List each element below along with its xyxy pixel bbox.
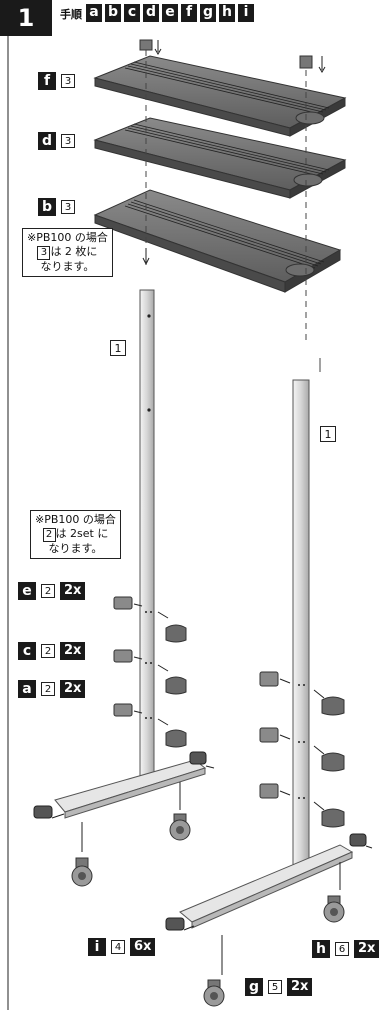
- shelf-b-qty: 3: [61, 200, 75, 214]
- note-shelf-line1: ※PB100 の場合: [27, 231, 108, 244]
- letter-a: a: [86, 4, 102, 22]
- pole-label-right: 1: [320, 426, 336, 442]
- note-shelf-suffix: は 2 枚に: [50, 245, 98, 258]
- shelf-f-qty: 3: [61, 74, 75, 88]
- note-shelf-box: 3: [37, 246, 51, 260]
- bracket-a-count: 2x: [60, 680, 86, 698]
- casters: [71, 782, 345, 1007]
- part-g-letter: g: [245, 978, 263, 996]
- shelf-d-qty: 3: [61, 134, 75, 148]
- covers-right: [321, 696, 345, 828]
- bracket-c-qty: 2: [41, 644, 55, 658]
- right-frame: [179, 379, 354, 929]
- part-i-qty: 4: [111, 940, 125, 954]
- part-h-qty: 6: [335, 942, 349, 956]
- cap-right: [299, 55, 313, 69]
- bracket-c-letter: c: [18, 642, 36, 660]
- part-i-letter: i: [88, 938, 106, 956]
- part-h-letter: h: [312, 940, 330, 958]
- end-caps: [33, 751, 367, 931]
- shelf-b-letter: b: [38, 198, 56, 216]
- shelf-d-letter: d: [38, 132, 56, 150]
- cap-left: [139, 39, 153, 51]
- guide-lines: [145, 50, 307, 340]
- label-bracket-e: e 2 2x: [18, 582, 86, 600]
- note-pole-suffix: は 2set に: [55, 527, 109, 540]
- bracket-c-count: 2x: [60, 642, 86, 660]
- letter-d: d: [143, 4, 159, 22]
- bracket-e-count: 2x: [60, 582, 86, 600]
- label-part-g: g 5 2x: [245, 978, 313, 996]
- brackets-right: [259, 671, 279, 799]
- note-shelf-line3: なります。: [40, 260, 95, 273]
- shelf-d: [93, 117, 347, 199]
- letter-i: i: [238, 4, 254, 22]
- letter-f: f: [181, 4, 197, 22]
- bracket-a-letter: a: [18, 680, 36, 698]
- pole-label-left: 1: [110, 340, 126, 356]
- letter-g: g: [200, 4, 216, 22]
- bracket-e-qty: 2: [41, 584, 55, 598]
- label-part-h: h 6 2x: [312, 940, 380, 958]
- bracket-a-qty: 2: [41, 682, 55, 696]
- label-shelf-b: b 3: [38, 198, 75, 216]
- part-i-count: 6x: [130, 938, 156, 956]
- bracket-e-letter: e: [18, 582, 36, 600]
- covers-left: [165, 624, 187, 748]
- procedure-letters: a b c d e f g h i: [86, 4, 254, 22]
- part-g-count: 2x: [287, 978, 313, 996]
- label-part-i: i 4 6x: [88, 938, 156, 956]
- letter-b: b: [105, 4, 121, 22]
- shelf-b: [93, 189, 342, 293]
- label-bracket-c: c 2 2x: [18, 642, 86, 660]
- label-shelf-d: d 3: [38, 132, 75, 150]
- part-h-count: 2x: [354, 940, 380, 958]
- shelf-f-letter: f: [38, 72, 56, 90]
- note-pole-line1: ※PB100 の場合: [35, 513, 116, 526]
- label-shelf-f: f 3: [38, 72, 75, 90]
- note-pole-box: 2: [42, 528, 56, 542]
- step-number: 1: [0, 0, 52, 36]
- letter-e: e: [162, 4, 178, 22]
- letter-c: c: [124, 4, 140, 22]
- note-pole-line3: なります。: [48, 542, 103, 555]
- brackets-left: [113, 596, 133, 717]
- letter-h: h: [219, 4, 235, 22]
- procedure-label: 手順: [60, 8, 82, 21]
- part-g-qty: 5: [268, 980, 282, 994]
- shelf-f: [93, 55, 347, 137]
- left-frame: [54, 289, 207, 819]
- label-bracket-a: a 2 2x: [18, 680, 86, 698]
